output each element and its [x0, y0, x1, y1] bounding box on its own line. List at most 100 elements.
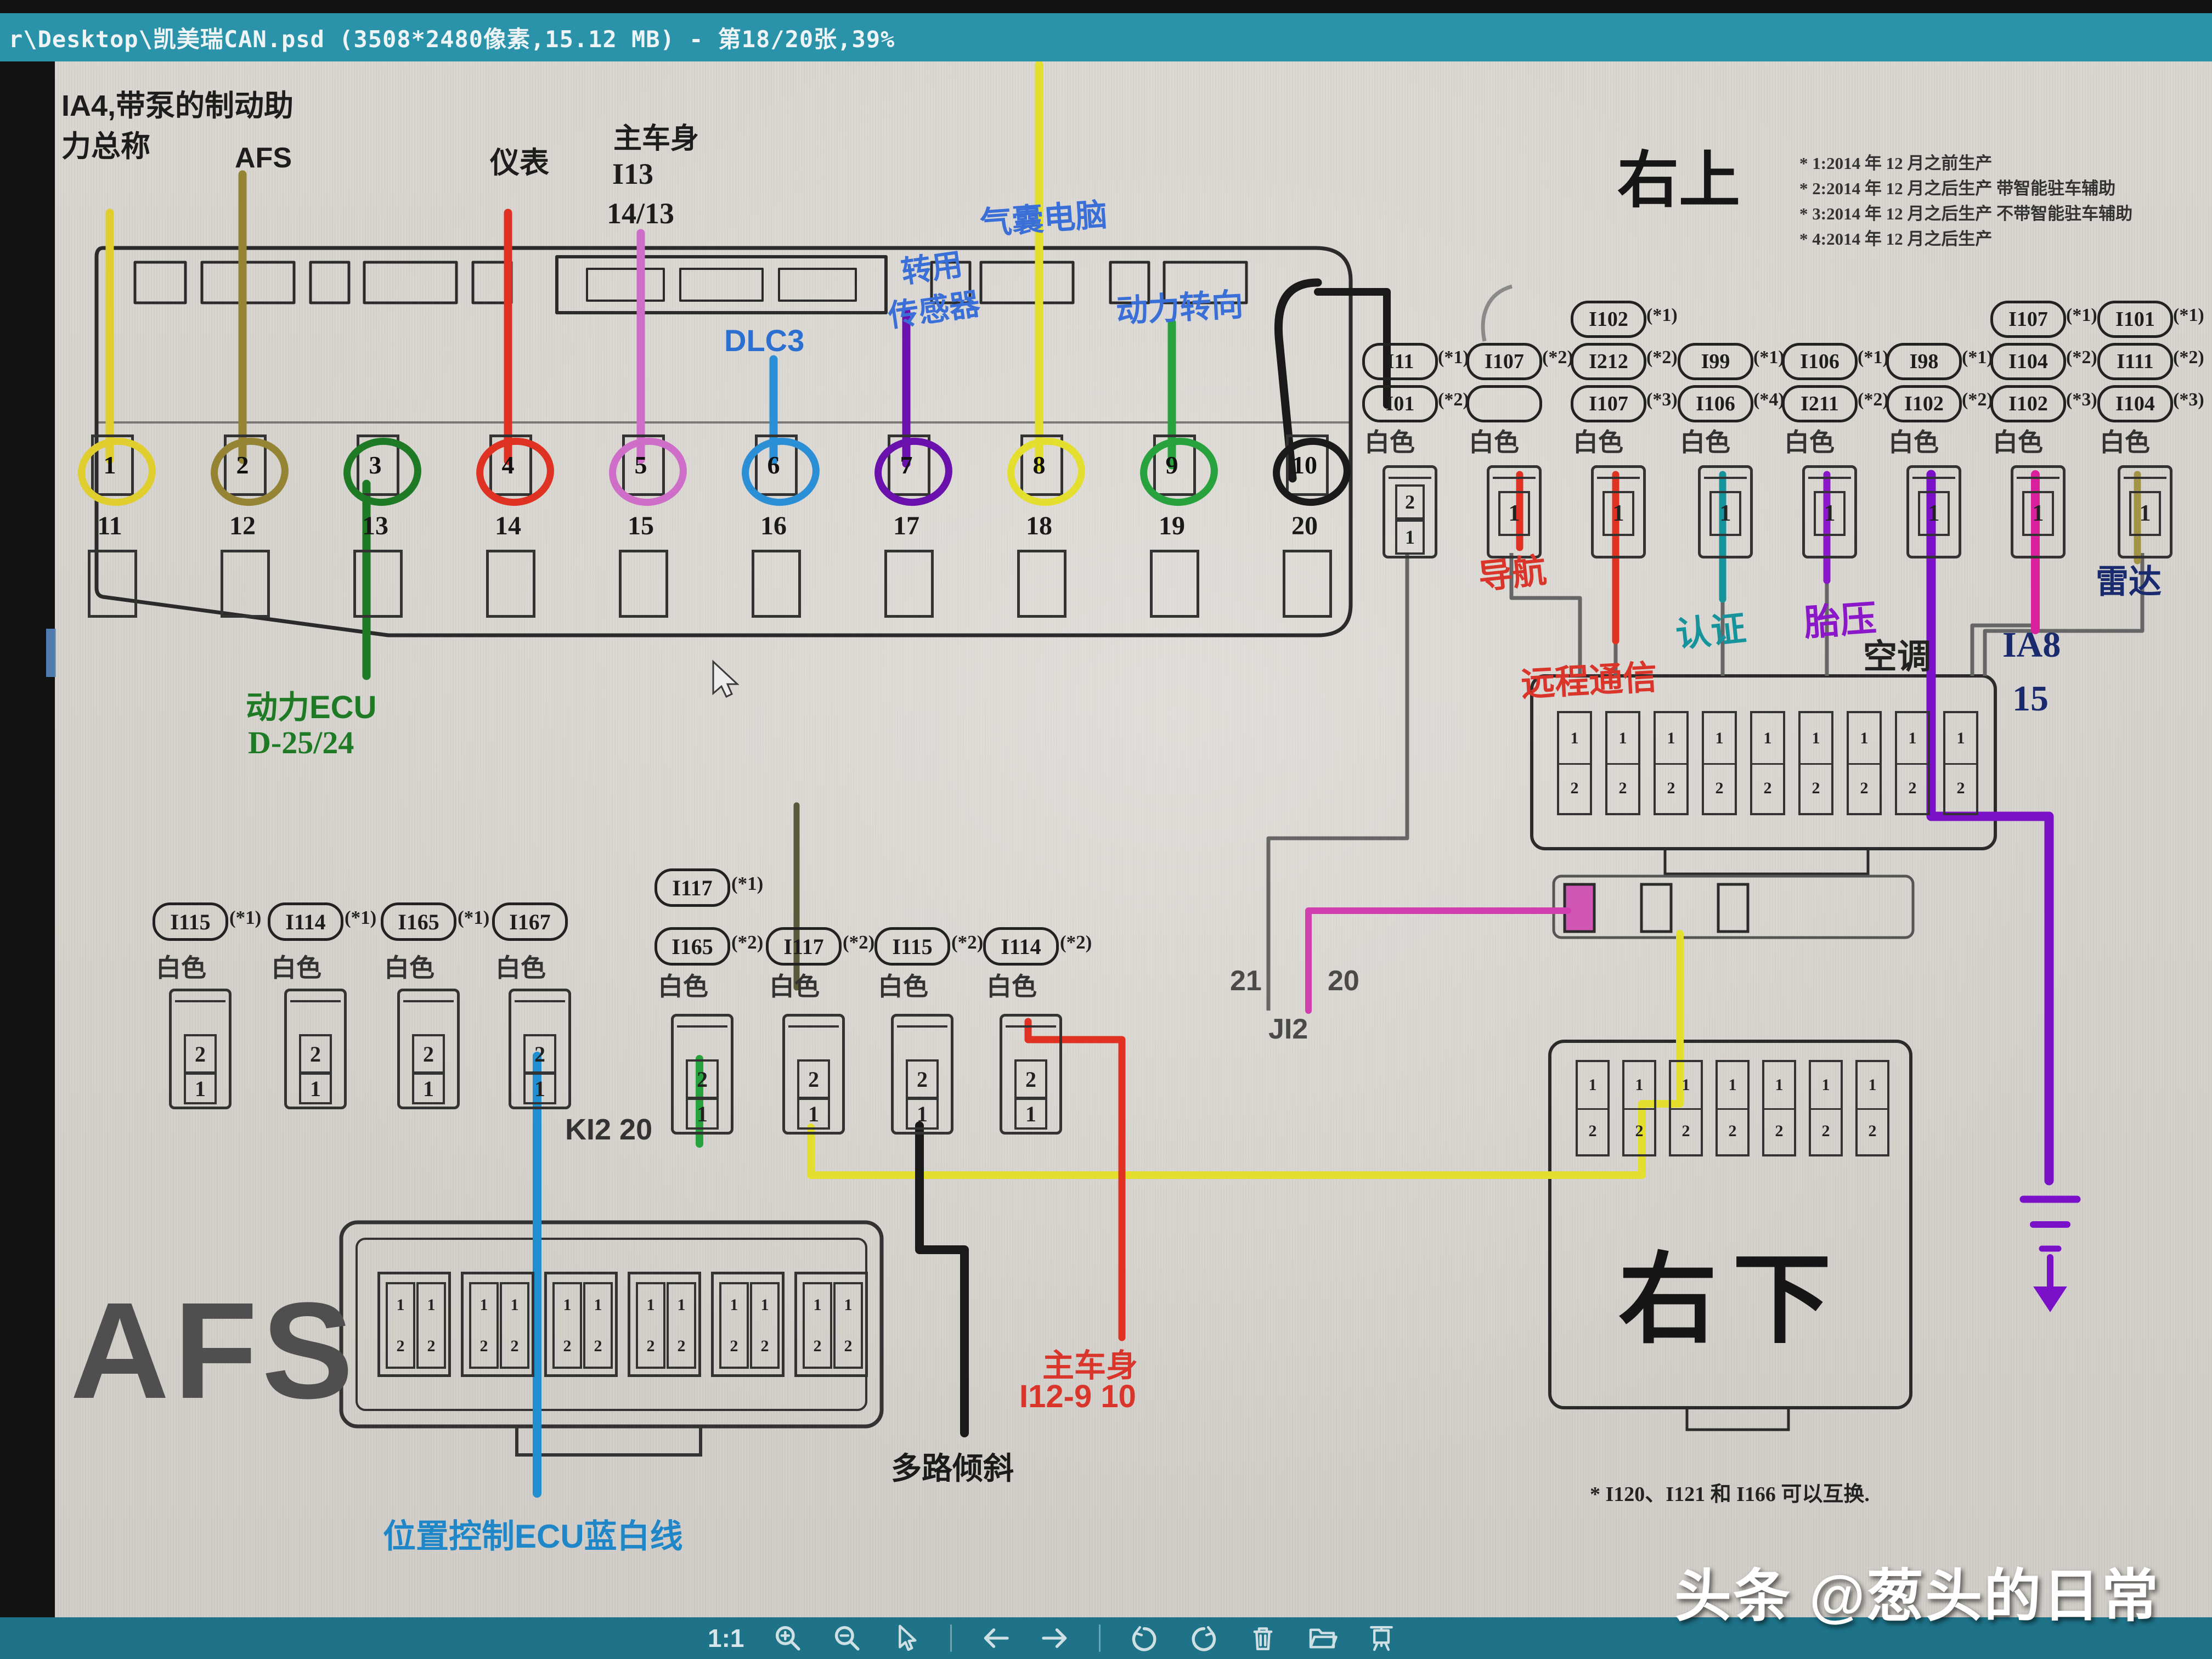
variant-star: (*2): [1060, 932, 1092, 953]
variant-star: (*1): [229, 907, 262, 928]
variant-star: (*3): [1646, 390, 1678, 410]
slot-pin-number: 1: [1607, 713, 1638, 765]
afs-cell-number: 2: [730, 1336, 738, 1355]
pin-slot-upper: [91, 435, 134, 496]
slot-number: 16: [760, 511, 787, 540]
forward-icon[interactable]: [1040, 1623, 1070, 1654]
variant-star: (*1): [458, 907, 490, 928]
connector-id-oval: I114: [268, 902, 343, 941]
connector-lid-line: [403, 1000, 454, 1002]
pin-slot-lower: [619, 550, 668, 618]
connector-cell: 2: [299, 1034, 332, 1074]
top-connector-outline: [94, 246, 1353, 637]
slot-pin-number: 2: [1588, 1122, 1597, 1140]
slot-pin-number: 1: [1718, 1062, 1747, 1110]
connector-cell: 1: [1918, 491, 1950, 536]
toolbar-separator: [1099, 1624, 1101, 1652]
connector-cell: 1: [1014, 1098, 1047, 1130]
connector-id-oval: I102: [1571, 301, 1646, 338]
window-titlebar[interactable]: r\Desktop\凯美瑞CAN.psd (3508*2480像素,15.12 …: [0, 13, 2212, 61]
screen-icon[interactable]: [1366, 1623, 1397, 1654]
zoom-in-icon[interactable]: [772, 1623, 803, 1654]
annotation-wires-top: [105, 60, 1391, 680]
color-label: 白色: [495, 953, 546, 982]
slot-number: 18: [1026, 511, 1052, 540]
slot-pin-number: 2: [1908, 778, 1917, 797]
folder-icon[interactable]: [1307, 1623, 1338, 1654]
slot-number: 11: [97, 511, 122, 540]
connector-cell: 1: [523, 1073, 556, 1104]
zoom-out-icon[interactable]: [832, 1623, 862, 1654]
connector-id-oval: I102: [1990, 385, 2066, 422]
afs-cell-number: 1: [396, 1295, 405, 1314]
connector-id-oval: I99: [1678, 343, 1753, 380]
slot-number: 17: [893, 511, 919, 540]
connector-icon: 1: [1906, 465, 1961, 558]
pin-slot-upper: [1020, 435, 1063, 496]
toolbar-separator: [950, 1624, 952, 1652]
wire-black-elbow: [1314, 288, 1391, 409]
variant-star: (*2): [1962, 390, 1993, 410]
slot-pin-number: 2: [1715, 778, 1724, 797]
connector-lid-line: [1912, 477, 1955, 479]
pin-slot-upper: [755, 435, 798, 496]
variant-star: (*1): [1858, 347, 1889, 368]
pin-slot-upper: [1286, 435, 1329, 496]
variant-star: (*4): [1753, 390, 1785, 410]
connector-id-oval: I167: [492, 902, 568, 941]
pointer-icon[interactable]: [891, 1623, 922, 1654]
connector-cell: 1: [686, 1098, 719, 1130]
variant-star: (*2): [1542, 347, 1573, 368]
slot-number: 13: [362, 511, 388, 540]
redo-icon[interactable]: [1188, 1623, 1219, 1654]
delete-icon[interactable]: [1248, 1623, 1278, 1654]
color-label: 白色: [2100, 428, 2150, 456]
wire-purple-long: [1926, 470, 2054, 1186]
slot-pin-number: 2: [1812, 778, 1820, 797]
variant-star: (*1): [1962, 347, 1993, 368]
color-label: 白色: [271, 953, 321, 982]
pin-slot-lower: [486, 550, 535, 618]
bottom-toolbar[interactable]: 1:1: [0, 1617, 2212, 1659]
slot-pin-number: 1: [1811, 1062, 1841, 1110]
afs-cell-number: 1: [844, 1295, 853, 1314]
slot-pin-number: 2: [1763, 778, 1772, 797]
slot-pin-number: 1: [1752, 713, 1783, 765]
slot-pin-number: 1: [1559, 713, 1590, 765]
variant-star: (*2): [2066, 347, 2097, 368]
color-label: 白色: [1469, 428, 1519, 456]
zoom-ratio-label[interactable]: 1:1: [708, 1624, 744, 1652]
pin-slot-upper: [357, 435, 399, 496]
connector-id-oval: I98: [1886, 343, 1962, 380]
pin-number: 10: [1292, 450, 1317, 479]
slot-pin-number: 1: [1671, 1062, 1701, 1110]
slot-number: 12: [229, 511, 256, 540]
pin-slot-lower: [88, 550, 137, 618]
slot-pin-number: 2: [1570, 778, 1579, 797]
connector-lid-line: [515, 1000, 565, 1002]
back-icon[interactable]: [980, 1623, 1011, 1654]
slot-pin-number: 2: [1868, 1122, 1877, 1140]
afs-cell-number: 2: [563, 1336, 572, 1355]
undo-icon[interactable]: [1129, 1623, 1160, 1654]
connector-lid-line: [1704, 477, 1747, 479]
slot-pin-number: 1: [1656, 713, 1686, 765]
variant-star: (*2): [951, 932, 984, 953]
pin-number: 5: [634, 450, 647, 479]
afs-cell-number: 2: [594, 1336, 602, 1355]
slot-pin-number: 1: [1624, 1062, 1654, 1110]
